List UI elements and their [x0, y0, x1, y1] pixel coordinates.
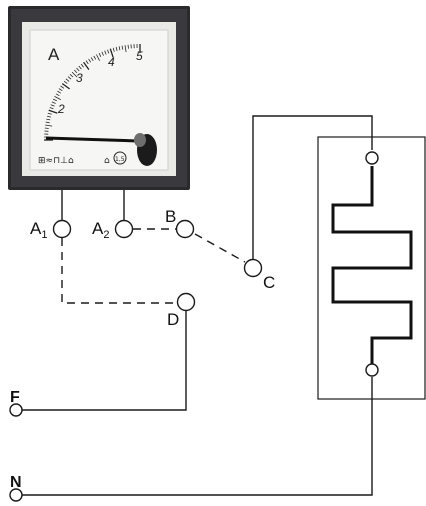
wires — [22, 115, 373, 496]
scale-minor-tick — [60, 85, 65, 89]
terminal-d — [176, 292, 196, 312]
label-a1: A1 — [30, 219, 47, 241]
ammeter-needle — [45, 136, 139, 143]
heater-terminal-top — [365, 151, 379, 165]
scale-number-5: 5 — [136, 49, 143, 63]
wire-heater-to-n — [22, 377, 373, 496]
zero-adjust-knob — [134, 133, 157, 166]
scale-minor-tick — [101, 51, 104, 56]
terminal-n — [9, 488, 23, 502]
scale-minor-tick — [49, 107, 54, 110]
scale-minor-tick — [46, 115, 51, 118]
scale-minor-tick — [85, 60, 89, 65]
scale-minor-tick — [50, 104, 55, 107]
scale-minor-tick — [47, 112, 52, 115]
wire-c-to-heater — [252, 115, 373, 259]
scale-minor-tick — [46, 118, 51, 121]
heater-housing — [317, 136, 426, 400]
unit-symbol: A — [48, 45, 60, 64]
ammeter-scale — [43, 43, 141, 141]
scale-minor-tick — [52, 98, 57, 102]
scale-minor-tick — [98, 52, 102, 57]
scale-minor-tick — [115, 46, 118, 51]
scale-minor-tick — [76, 67, 80, 72]
scale-major-tick — [48, 109, 58, 114]
scale-minor-tick — [127, 44, 129, 49]
ammeter: 2 3 4 5 A ⊞≈⊓⊥⌂ ⌂ 1,5 — [8, 6, 190, 190]
class-mark-circle — [113, 151, 127, 165]
dashed-links — [61, 228, 246, 304]
scale-minor-tick — [57, 90, 62, 94]
scale-minor-tick — [93, 55, 97, 60]
scale-minor-tick — [88, 58, 92, 63]
ammeter-face — [29, 29, 169, 171]
scale-minor-tick — [51, 101, 56, 104]
label-d: D — [167, 310, 179, 329]
scale-minor-tick — [90, 57, 94, 62]
scale-major-tick — [109, 48, 114, 58]
scale-minor-tick — [96, 54, 100, 61]
scale-minor-tick — [107, 49, 110, 54]
scale-minor-tick — [45, 121, 50, 124]
scale-minor-tick — [54, 96, 61, 100]
terminal-f — [9, 403, 23, 417]
scale-minor-tick — [63, 80, 68, 84]
scale-minor-tick — [112, 47, 115, 52]
scale-number-3: 3 — [76, 71, 83, 85]
label-a2: A2 — [92, 219, 109, 241]
scale-minor-tick — [45, 124, 53, 127]
label-n: N — [10, 474, 22, 491]
heater — [317, 136, 426, 400]
scale-minor-tick — [121, 45, 124, 50]
scale-minor-tick — [65, 78, 70, 82]
label-f: F — [10, 389, 20, 406]
terminal-c — [243, 258, 263, 278]
label-c: C — [263, 273, 275, 292]
terminal-b — [175, 219, 195, 239]
terminal-a2 — [114, 219, 134, 239]
scale-minor-tick — [118, 46, 121, 51]
wire-d-to-f — [22, 309, 187, 411]
meter-mark-left: ⌂ — [104, 156, 110, 166]
scale-number-4: 4 — [108, 55, 115, 69]
scale-minor-tick — [44, 127, 49, 129]
meter-symbols: ⊞≈⊓⊥⌂ — [38, 156, 74, 166]
scale-minor-tick — [55, 93, 60, 97]
scale-minor-tick — [124, 45, 127, 53]
scale-minor-tick — [58, 88, 63, 92]
link-a1-d — [61, 238, 177, 304]
label-b: B — [165, 207, 176, 226]
scale-number-2: 2 — [57, 102, 65, 116]
link-b-c — [194, 233, 246, 263]
scale-minor-tick — [71, 71, 78, 78]
scale-minor-tick — [67, 76, 72, 80]
meter-mark-right: 1,5 — [115, 156, 125, 163]
scale-minor-tick — [80, 63, 84, 68]
scale-minor-tick — [104, 50, 107, 55]
scale-minor-tick — [69, 74, 74, 78]
heating-element — [331, 166, 413, 365]
scale-major-tick — [61, 83, 70, 90]
terminal-a1 — [52, 219, 72, 239]
scale-minor-tick — [74, 69, 78, 74]
scale-major-tick — [83, 61, 90, 70]
scale-minor-tick — [78, 65, 82, 70]
terminals — [9, 151, 379, 502]
heater-terminal-bottom — [365, 363, 379, 377]
